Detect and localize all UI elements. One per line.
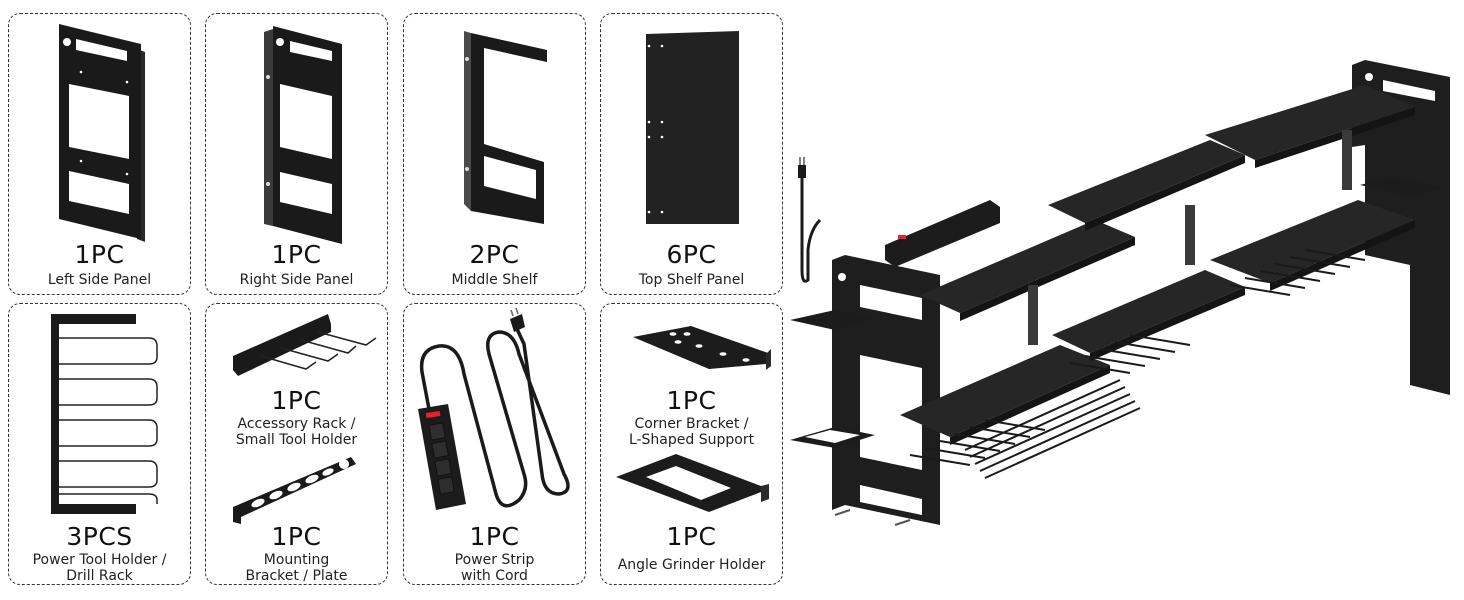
accessory-rack-image — [233, 314, 377, 376]
quantity: 1PC — [271, 386, 322, 415]
part-label: Corner Bracket / L-Shaped Support — [628, 416, 755, 448]
part-label: Angle Grinder Holder — [617, 557, 766, 573]
quantity: 6PC — [666, 240, 717, 269]
part-label: Middle Shelf — [451, 272, 538, 288]
quantity: 1PC — [666, 522, 717, 551]
left-side-panel-image — [59, 24, 145, 242]
quantity: 1PC — [271, 240, 322, 269]
part-label: Mounting Bracket / Plate — [245, 552, 348, 584]
corner-bracket-image — [633, 326, 771, 370]
part-card-power-tool-holder: 3PCS Power Tool Holder / Drill Rack — [8, 303, 191, 585]
quantity: 2PC — [469, 240, 520, 269]
part-label: Left Side Panel — [47, 272, 152, 288]
quantity: 1PC — [271, 522, 322, 551]
quantity: 1PC — [74, 240, 125, 269]
part-card-middle-shelf: 2PC Middle Shelf — [403, 13, 586, 295]
part-card-left-side-panel: 1PC Left Side Panel — [8, 13, 191, 295]
part-label: Top Shelf Panel — [638, 272, 745, 288]
quantity: 1PC — [666, 386, 717, 415]
quantity: 1PC — [469, 522, 520, 551]
part-card-power-strip: 1PC Power Strip with Cord — [403, 303, 586, 585]
part-card-top-shelf-panel: 6PC Top Shelf Panel — [600, 13, 783, 295]
part-label: Power Strip with Cord — [454, 552, 535, 584]
quantity: 3PCS — [66, 522, 133, 551]
right-side-panel-image — [264, 26, 342, 244]
part-card-brackets: 1PC Corner Bracket / L-Shaped Support 1P… — [600, 303, 783, 585]
middle-shelf-image — [464, 31, 547, 224]
assembled-storage-rack-image — [790, 60, 1450, 526]
part-label: Power Tool Holder / Drill Rack — [32, 552, 167, 584]
top-shelf-panel-image — [646, 31, 739, 224]
part-card-accessory-and-mounting: 1PC Accessory Rack / Small Tool Holder 1… — [205, 303, 388, 585]
part-card-right-side-panel: 1PC Right Side Panel — [205, 13, 388, 295]
part-label: Accessory Rack / Small Tool Holder — [235, 416, 358, 448]
mounting-bracket-image — [233, 457, 356, 524]
power-tool-holder-image — [51, 314, 158, 514]
power-strip-image — [418, 307, 570, 510]
angle-grinder-holder-image — [616, 454, 769, 512]
part-label: Right Side Panel — [239, 272, 354, 288]
